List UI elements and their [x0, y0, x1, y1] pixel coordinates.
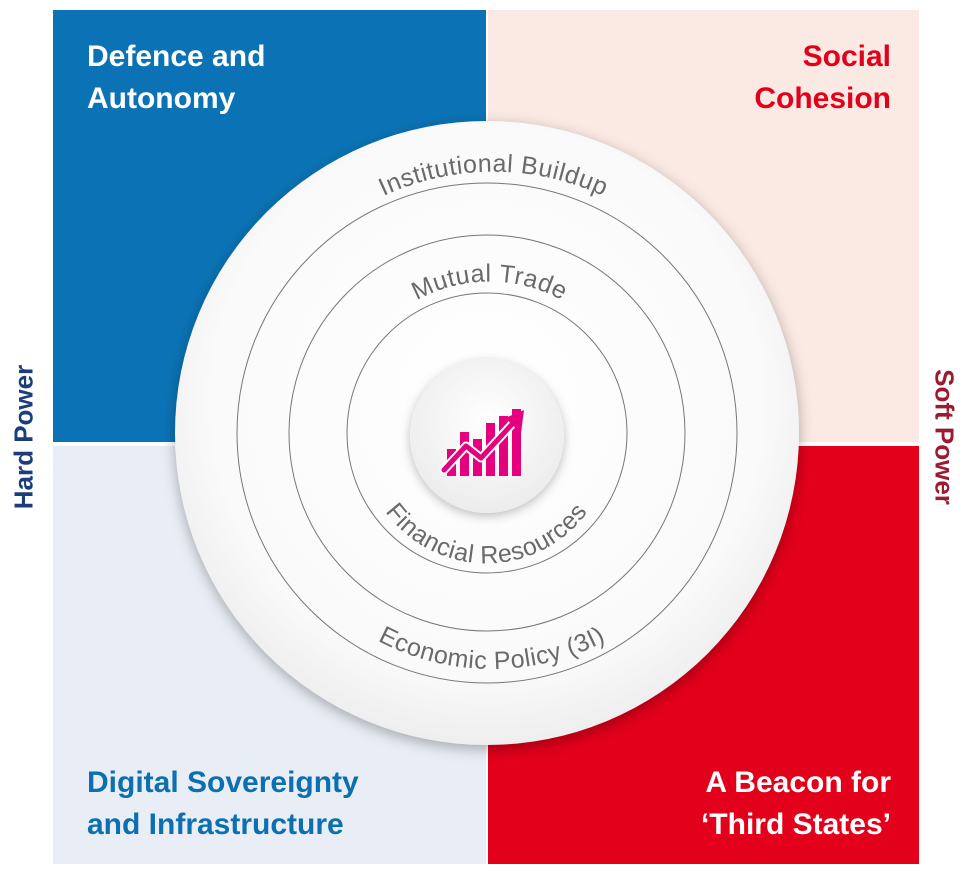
title-beacon-third-states: A Beacon for ‘Third States’ — [700, 766, 891, 841]
ring-inner — [346, 292, 628, 574]
ring-middle — [288, 234, 686, 632]
title-digital-sovereignty: Digital Sovereignty and Infrastructure — [87, 766, 359, 841]
title-defence-autonomy: Defence and Autonomy — [87, 40, 266, 115]
ring-outer — [236, 182, 738, 684]
title-social-cohesion: Social Cohesion — [754, 40, 891, 115]
growth-chart-icon — [439, 409, 524, 476]
